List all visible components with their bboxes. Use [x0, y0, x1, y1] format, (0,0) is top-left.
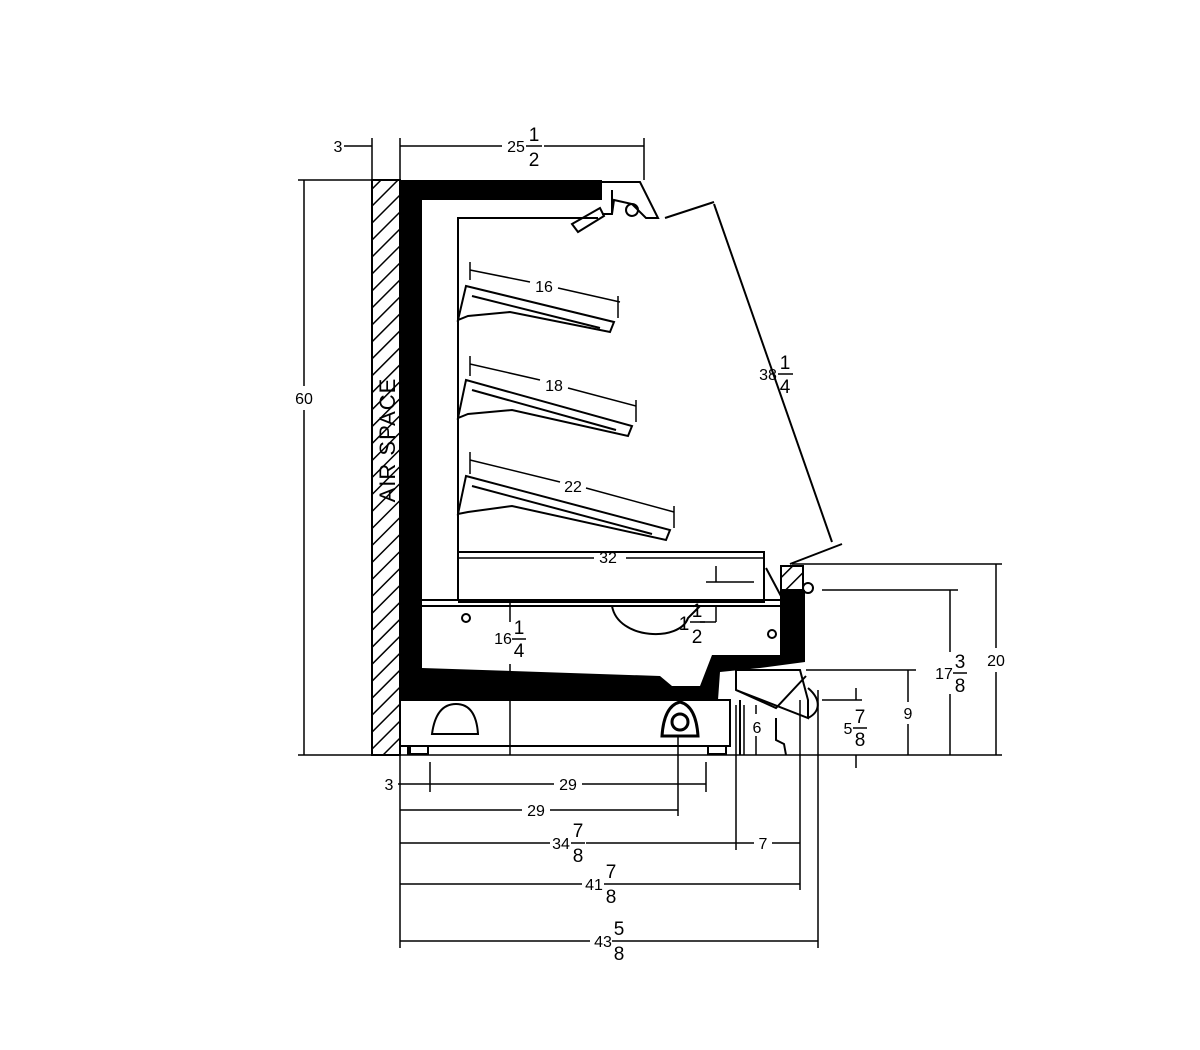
dim-base-height: 16 1 4 — [494, 618, 526, 662]
dim-drain-depth: 29 — [527, 803, 545, 820]
dim-deck-depth: 32 — [599, 550, 617, 567]
case-body — [399, 180, 843, 756]
dim-shelf-2: 18 — [545, 378, 563, 395]
svg-text:43: 43 — [594, 934, 612, 951]
svg-text:38: 38 — [759, 367, 777, 384]
dim-front-height: 20 — [987, 653, 1005, 670]
dim-deck-offset: 1 1 2 — [679, 601, 705, 648]
front-glass — [713, 203, 833, 543]
dim-front-opening: 38 1 4 — [759, 353, 793, 398]
svg-text:2: 2 — [692, 627, 703, 648]
dim-wall-gap: 3 — [334, 139, 343, 156]
dim-overall-depth: 43 5 8 — [594, 919, 626, 965]
svg-text:25: 25 — [507, 139, 525, 156]
dim-front-extension: 7 — [759, 836, 768, 853]
dim-top-depth: 25 1 2 — [507, 125, 542, 171]
dim-bumper-height: 9 — [904, 706, 913, 723]
dim-overall-height: 60 — [295, 391, 313, 408]
svg-text:5: 5 — [614, 919, 625, 940]
dim-body-depth: 34 7 8 — [552, 821, 585, 867]
svg-text:1: 1 — [514, 618, 525, 639]
svg-text:1: 1 — [692, 601, 703, 622]
dim-depth-to-front: 41 7 8 — [585, 862, 618, 908]
dim-shelf-3: 22 — [564, 479, 582, 496]
dim-leg-span: 29 — [559, 777, 577, 794]
svg-text:34: 34 — [552, 836, 570, 853]
svg-text:17: 17 — [935, 666, 953, 683]
svg-text:8: 8 — [855, 730, 866, 751]
svg-text:8: 8 — [606, 887, 617, 908]
shelf-2 — [456, 378, 634, 438]
svg-text:16: 16 — [494, 631, 512, 648]
shelf-1 — [456, 284, 616, 334]
svg-text:7: 7 — [573, 821, 584, 842]
dim-shelf-1: 16 — [535, 279, 553, 296]
svg-text:2: 2 — [529, 150, 540, 171]
dim-rear-leg: 3 — [385, 777, 394, 794]
svg-text:4: 4 — [780, 377, 791, 398]
svg-text:41: 41 — [585, 877, 603, 894]
svg-text:7: 7 — [855, 707, 866, 728]
svg-text:1: 1 — [780, 353, 791, 374]
dim-rail-height: 17 3 8 — [935, 652, 967, 697]
shelf-3 — [456, 474, 672, 542]
air-space-label: AIR SPACE — [375, 378, 400, 503]
svg-text:5: 5 — [844, 721, 853, 738]
dimension-labels: 3 25 1 2 60 16 18 22 38 1 4 32 16 1 4 1 … — [295, 125, 1005, 965]
svg-text:4: 4 — [514, 641, 525, 662]
svg-text:8: 8 — [955, 676, 966, 697]
svg-text:1: 1 — [529, 125, 540, 146]
dim-kick-height: 5 7 8 — [844, 707, 867, 751]
dim-toe-height: 6 — [753, 720, 762, 737]
svg-text:8: 8 — [614, 944, 625, 965]
svg-text:3: 3 — [955, 652, 966, 673]
svg-text:1: 1 — [679, 614, 690, 635]
wall-air-space: AIR SPACE — [371, 179, 401, 756]
svg-text:8: 8 — [573, 846, 584, 867]
dimension-lines — [298, 138, 1002, 948]
svg-text:7: 7 — [606, 862, 617, 883]
